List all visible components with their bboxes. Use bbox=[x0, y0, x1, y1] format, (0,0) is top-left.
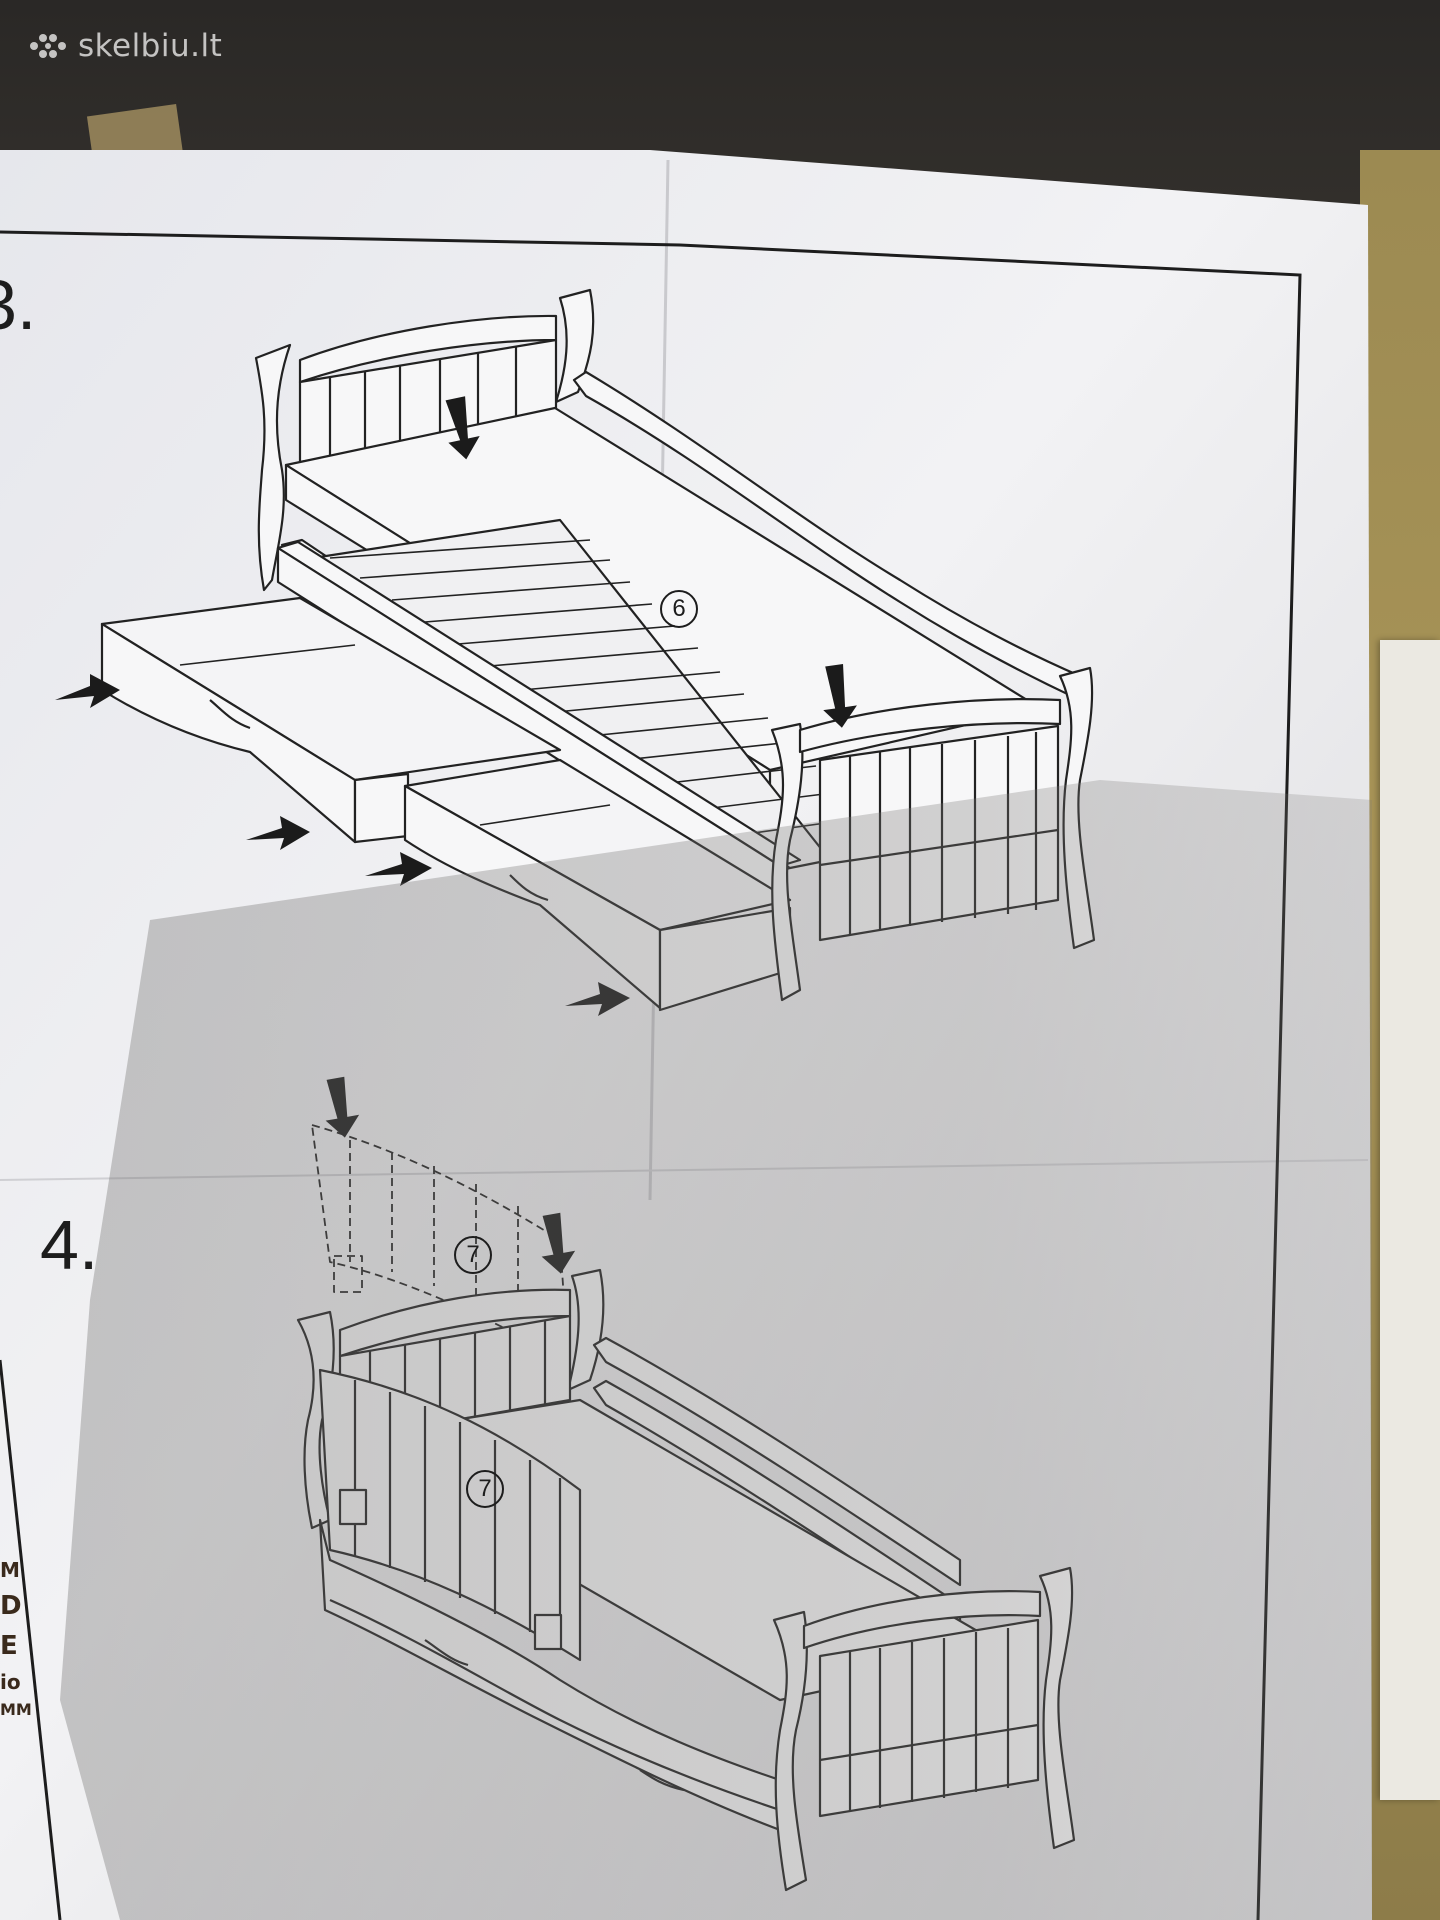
edge-text-line: M bbox=[0, 1558, 20, 1582]
box-edge-text: M D E io MM bbox=[0, 1555, 32, 1722]
site-watermark: skelbiu.lt bbox=[28, 28, 222, 64]
watermark-text: skelbiu.lt bbox=[78, 28, 223, 64]
edge-text-line: io bbox=[0, 1669, 21, 1694]
edge-text-line: E bbox=[0, 1631, 18, 1662]
photographer-shadow bbox=[60, 780, 1372, 1920]
step-number-3: 3. bbox=[0, 266, 37, 344]
step-number-4: 4. bbox=[40, 1206, 99, 1284]
edge-text-line: MM bbox=[0, 1699, 32, 1719]
step3-bed-drawing bbox=[100, 288, 1096, 1012]
part-label-7-fitted: 7 bbox=[466, 1470, 504, 1508]
part-label-7-ghost: 7 bbox=[454, 1236, 492, 1274]
part-label-6: 6 bbox=[660, 590, 698, 628]
second-sheet-edge bbox=[1380, 640, 1440, 1800]
dots-logo-icon bbox=[30, 34, 66, 58]
edge-text-line: D bbox=[0, 1591, 22, 1621]
